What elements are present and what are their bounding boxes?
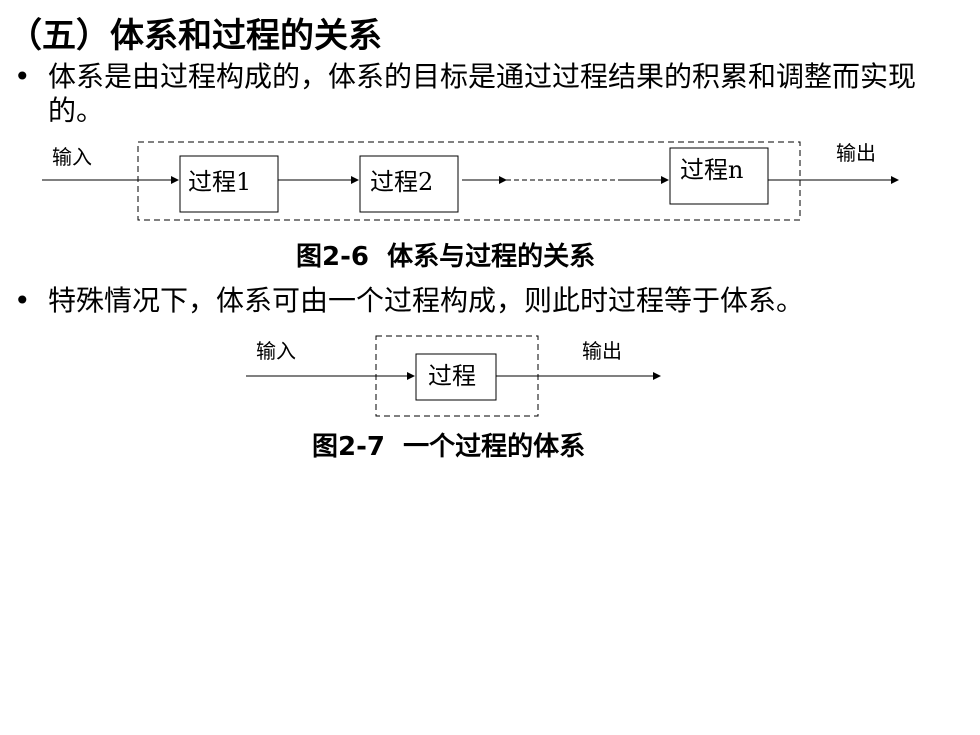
system-boundary-box [137, 141, 801, 221]
bullet-text-2: 特殊情况下，体系可由一个过程构成，则此时过程等于体系。 [48, 284, 805, 317]
input-label: 输入 [256, 339, 296, 363]
process-label-n: 过程n [680, 156, 743, 184]
process-box-2 [359, 155, 459, 213]
process-box-n [669, 147, 769, 205]
process-label-2: 过程2 [370, 168, 433, 196]
process-box-1 [179, 155, 279, 213]
input-label: 输入 [52, 145, 92, 169]
figure-caption-2-6: 图2-6 体系与过程的关系 [296, 242, 596, 272]
output-label: 输出 [836, 141, 876, 165]
bullet-item-2: • 特殊情况下，体系可由一个过程构成，则此时过程等于体系。 [14, 284, 968, 318]
process-label-1: 过程1 [188, 168, 251, 196]
bullet-dot: • [14, 60, 31, 93]
figure-single-process-diagram: 输入 过程 输出 [246, 335, 661, 417]
process-box [415, 353, 497, 401]
bullet-item-1: • 体系是由过程构成的，体系的目标是通过过程结果的积累和调整而实现的。 [14, 60, 968, 128]
figure-caption-2-7: 图2-7 一个过程的体系 [312, 432, 586, 462]
figure-system-process-diagram: 输入 过程1 过程2 过程n 输出 [42, 141, 899, 221]
bullet-text-1: 体系是由过程构成的，体系的目标是通过过程结果的积累和调整而实现的。 [48, 60, 917, 127]
bullet-dot: • [14, 284, 31, 317]
output-label: 输出 [582, 339, 622, 363]
slide-title: （五）体系和过程的关系 [8, 16, 382, 56]
process-label: 过程 [428, 362, 476, 390]
